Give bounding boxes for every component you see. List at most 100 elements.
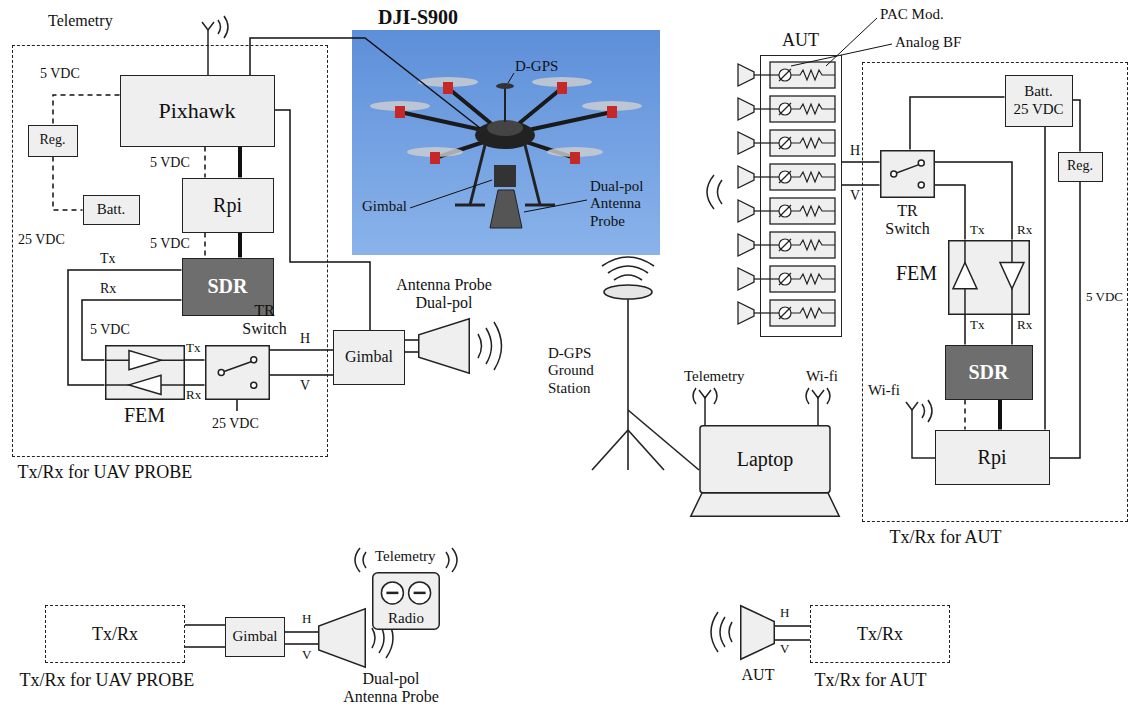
port-label: H — [850, 143, 860, 159]
power-wire — [53, 95, 120, 125]
node-label: Gimbal — [345, 348, 393, 366]
laptop-antenna — [699, 390, 711, 398]
node-label: Reg. — [1067, 158, 1093, 174]
radio-waves — [446, 548, 457, 572]
drone-photo — [524, 200, 587, 212]
amplifier-module: FEM — [948, 240, 1030, 315]
port-label: Tx — [970, 223, 984, 238]
node-label: Tx/Rx — [857, 624, 903, 645]
port-label: H — [780, 606, 789, 621]
amplifier-symbol — [952, 262, 976, 288]
amplifier-module: FEM — [105, 345, 185, 400]
node-label: Tx/Rx — [92, 624, 138, 645]
port-label: H — [300, 331, 310, 347]
text-holder: Tx/Rx — [811, 606, 949, 662]
control-wire — [250, 38, 480, 128]
switch-box: TR Switch — [880, 150, 935, 198]
text-holder: Radio — [372, 572, 440, 630]
signal-wire — [998, 400, 1002, 430]
radio-waves — [707, 175, 722, 209]
node-label: Radio — [388, 610, 424, 627]
drone-photo — [455, 204, 485, 207]
laptop-antenna — [693, 388, 830, 425]
pac-array — [738, 266, 835, 292]
voltage-label: 5 VDC — [90, 322, 130, 338]
signal-wire — [964, 315, 966, 345]
switch-blade — [221, 361, 252, 372]
drone-photo — [490, 190, 522, 228]
node-label: Gimbal — [233, 628, 278, 645]
dgps-ground-station — [604, 285, 652, 299]
gimbal-box: Gimbal — [333, 330, 405, 385]
switch-blade — [893, 164, 919, 174]
pac-array — [738, 62, 835, 326]
node-label: SDR — [968, 361, 1008, 384]
callout-label: PAC Mod. — [880, 6, 944, 23]
node-label: AUT — [722, 666, 794, 684]
pac-array — [738, 300, 835, 326]
process-box: Pixhawk — [120, 75, 275, 147]
switch-terminal — [250, 356, 256, 362]
radio-stick — [409, 582, 431, 604]
telemetry-antenna — [218, 16, 228, 38]
callout-label: Gimbal — [362, 198, 407, 215]
antenna-label: Wi-fi — [868, 382, 900, 399]
signal-wire — [910, 97, 1005, 150]
drone-photo — [400, 88, 612, 158]
horn-antenna: Antenna Probe Dual-pol — [418, 318, 470, 374]
dgps-ground-station — [592, 257, 699, 470]
node-label: SDR — [207, 275, 247, 298]
switch-terminal — [918, 159, 924, 165]
telemetry-antenna — [202, 22, 214, 30]
node-label: Tx/Rx for AUT — [815, 670, 1035, 691]
drone-photo — [370, 77, 642, 157]
signal-wire — [285, 643, 318, 645]
drone-photo — [395, 82, 617, 164]
node-label: Rpi — [978, 446, 1007, 469]
signal-wire — [1044, 127, 1046, 430]
hornR-part — [419, 319, 470, 374]
text-holder: Gimbal — [334, 331, 404, 384]
radio-stick — [386, 592, 398, 595]
signal-wire — [185, 359, 205, 361]
signal-wire — [775, 625, 810, 627]
dashed-group: Tx/RxTx/Rx for AUT — [810, 605, 950, 663]
signal-wire — [185, 624, 225, 626]
text-holder: Reg. — [1059, 153, 1102, 181]
laptop-computer: Laptop — [690, 425, 840, 517]
node-label: TR Switch — [233, 302, 297, 339]
port-label: Tx — [970, 318, 984, 333]
hornR-shape — [318, 608, 366, 668]
wifi-antenna — [922, 400, 932, 422]
switch-terminal — [918, 182, 924, 188]
node-label: Tx/Rx for AUT — [890, 527, 1110, 548]
amplifier-symbol — [129, 350, 161, 369]
hornL-shape — [740, 605, 775, 660]
power-wire — [204, 147, 206, 178]
text-holder: Gimbal — [226, 618, 284, 656]
power-wire — [53, 157, 83, 211]
process-box: Rpi — [182, 178, 274, 233]
node-label: FEM — [890, 262, 944, 285]
dgps-ground-station — [627, 430, 629, 470]
drone-photo — [487, 120, 523, 136]
horn-antenna: Dual-pol Antenna Probe — [318, 608, 366, 668]
drone-photo — [430, 152, 440, 164]
signal-wire — [1011, 315, 1013, 345]
dgps-ground-station — [602, 257, 654, 280]
voltage-label: 25 VDC — [212, 416, 259, 432]
node-label: Reg. — [39, 132, 65, 148]
pac-array — [738, 130, 835, 156]
signal-wire — [285, 631, 318, 633]
wifi-antenna — [912, 410, 935, 458]
laptop-antenna — [693, 388, 717, 404]
switch-terminal — [890, 171, 896, 177]
callout-label: D-GPS — [515, 58, 558, 75]
voltage-label: 5 VDC — [150, 155, 190, 171]
dashed-group: Tx/RxTx/Rx for UAV PROBE — [45, 605, 185, 663]
signal-wire — [185, 384, 205, 386]
callout-label: Analog BF — [895, 34, 961, 51]
node-label: TR Switch — [878, 202, 938, 239]
drone-photo — [410, 180, 492, 208]
telemetry-antenna — [207, 30, 209, 75]
